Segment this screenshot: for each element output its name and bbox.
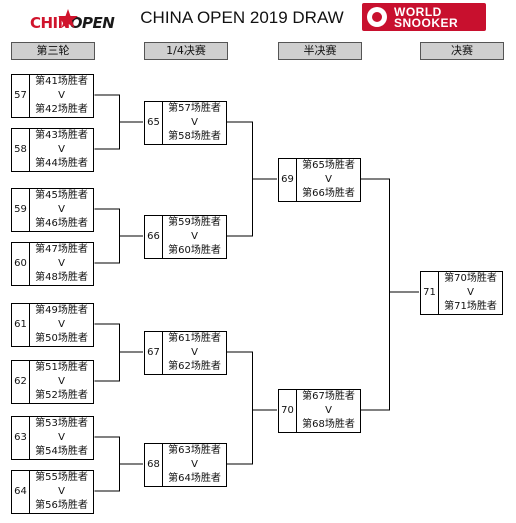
round-header-sf: 半决赛 bbox=[278, 42, 362, 60]
match-number: 68 bbox=[145, 444, 163, 486]
match-number: 59 bbox=[12, 189, 30, 231]
match-player-bottom: 第68场胜者 bbox=[302, 419, 355, 430]
match-player-bottom: 第64场胜者 bbox=[168, 473, 221, 484]
match-68: 68 第63场胜者 V 第64场胜者 bbox=[144, 443, 227, 487]
match-66: 66 第59场胜者 V 第60场胜者 bbox=[144, 215, 227, 259]
match-player-top: 第63场胜者 bbox=[168, 445, 221, 456]
match-versus: V bbox=[191, 459, 198, 470]
match-player-bottom: 第56场胜者 bbox=[35, 500, 88, 511]
china-open-logo: CHINOPEN bbox=[22, 8, 115, 36]
match-player-bottom: 第52场胜者 bbox=[35, 390, 88, 401]
match-70: 70 第67场胜者 V 第68场胜者 bbox=[278, 389, 361, 433]
match-player-top: 第45场胜者 bbox=[35, 190, 88, 201]
match-number: 62 bbox=[12, 361, 30, 403]
logo-left-text-open: OPEN bbox=[69, 14, 115, 32]
match-versus: V bbox=[191, 231, 198, 242]
match-player-bottom: 第54场胜者 bbox=[35, 446, 88, 457]
match-versus: V bbox=[467, 287, 474, 298]
match-versus: V bbox=[58, 144, 65, 155]
match-number: 71 bbox=[421, 272, 439, 314]
match-versus: V bbox=[58, 432, 65, 443]
match-player-top: 第41场胜者 bbox=[35, 76, 88, 87]
match-player-bottom: 第46场胜者 bbox=[35, 218, 88, 229]
match-57: 57 第41场胜者 V 第42场胜者 bbox=[11, 74, 94, 118]
match-player-top: 第47场胜者 bbox=[35, 244, 88, 255]
match-versus: V bbox=[58, 486, 65, 497]
match-player-top: 第55场胜者 bbox=[35, 472, 88, 483]
match-number: 65 bbox=[145, 102, 163, 144]
match-player-bottom: 第50场胜者 bbox=[35, 333, 88, 344]
logo-right-line1: WORLD bbox=[394, 5, 442, 19]
match-versus: V bbox=[58, 90, 65, 101]
match-player-top: 第49场胜者 bbox=[35, 305, 88, 316]
match-number: 57 bbox=[12, 75, 30, 117]
logo-right-line2: SNOOKER bbox=[394, 16, 459, 30]
match-versus: V bbox=[58, 376, 65, 387]
star-icon bbox=[58, 9, 78, 28]
match-player-bottom: 第48场胜者 bbox=[35, 272, 88, 283]
match-number: 58 bbox=[12, 129, 30, 171]
world-snooker-logo: WORLD SNOOKER bbox=[362, 3, 486, 31]
match-62: 62 第51场胜者 V 第52场胜者 bbox=[11, 360, 94, 404]
match-number: 61 bbox=[12, 304, 30, 346]
match-player-bottom: 第66场胜者 bbox=[302, 188, 355, 199]
match-number: 69 bbox=[279, 159, 297, 201]
match-61: 61 第49场胜者 V 第50场胜者 bbox=[11, 303, 94, 347]
match-player-bottom: 第71场胜者 bbox=[444, 301, 497, 312]
match-63: 63 第53场胜者 V 第54场胜者 bbox=[11, 416, 94, 460]
match-number: 67 bbox=[145, 332, 163, 374]
match-versus: V bbox=[191, 347, 198, 358]
match-player-top: 第65场胜者 bbox=[302, 160, 355, 171]
match-player-bottom: 第60场胜者 bbox=[168, 245, 221, 256]
match-65: 65 第57场胜者 V 第58场胜者 bbox=[144, 101, 227, 145]
match-number: 66 bbox=[145, 216, 163, 258]
match-versus: V bbox=[325, 405, 332, 416]
match-versus: V bbox=[325, 174, 332, 185]
match-69: 69 第65场胜者 V 第66场胜者 bbox=[278, 158, 361, 202]
match-number: 63 bbox=[12, 417, 30, 459]
match-player-top: 第70场胜者 bbox=[444, 273, 497, 284]
match-64: 64 第55场胜者 V 第56场胜者 bbox=[11, 470, 94, 514]
match-versus: V bbox=[58, 319, 65, 330]
match-versus: V bbox=[191, 117, 198, 128]
match-71: 71 第70场胜者 V 第71场胜者 bbox=[420, 271, 503, 315]
match-player-top: 第53场胜者 bbox=[35, 418, 88, 429]
match-versus: V bbox=[58, 258, 65, 269]
match-versus: V bbox=[58, 204, 65, 215]
match-player-bottom: 第62场胜者 bbox=[168, 361, 221, 372]
match-number: 60 bbox=[12, 243, 30, 285]
match-number: 64 bbox=[12, 471, 30, 513]
round-header-qf: 1/4决赛 bbox=[144, 42, 228, 60]
match-player-bottom: 第42场胜者 bbox=[35, 104, 88, 115]
logo-left-text-chin: CHIN bbox=[30, 14, 70, 32]
match-player-top: 第43场胜者 bbox=[35, 130, 88, 141]
match-player-top: 第61场胜者 bbox=[168, 333, 221, 344]
match-player-top: 第59场胜者 bbox=[168, 217, 221, 228]
match-58: 58 第43场胜者 V 第44场胜者 bbox=[11, 128, 94, 172]
match-number: 70 bbox=[279, 390, 297, 432]
match-67: 67 第61场胜者 V 第62场胜者 bbox=[144, 331, 227, 375]
match-player-top: 第51场胜者 bbox=[35, 362, 88, 373]
round-header-final: 决赛 bbox=[420, 42, 504, 60]
match-player-top: 第67场胜者 bbox=[302, 391, 355, 402]
match-player-top: 第57场胜者 bbox=[168, 103, 221, 114]
match-player-bottom: 第58场胜者 bbox=[168, 131, 221, 142]
match-59: 59 第45场胜者 V 第46场胜者 bbox=[11, 188, 94, 232]
round-header-r3: 第三轮 bbox=[11, 42, 95, 60]
match-player-bottom: 第44场胜者 bbox=[35, 158, 88, 169]
page-title: CHINA OPEN 2019 DRAW bbox=[140, 8, 344, 27]
snooker-ball-icon bbox=[367, 7, 387, 27]
match-60: 60 第47场胜者 V 第48场胜者 bbox=[11, 242, 94, 286]
